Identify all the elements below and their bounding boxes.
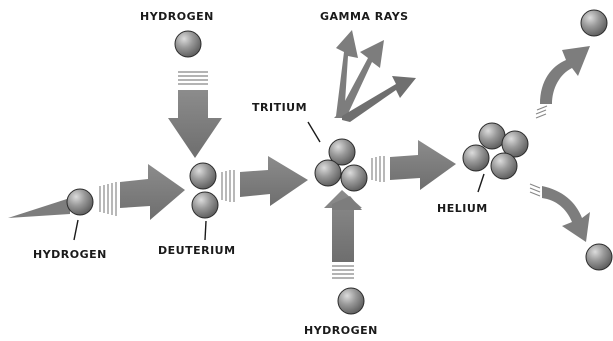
particle-hydrogen-top <box>175 31 201 57</box>
leader-tritium <box>308 122 320 142</box>
leader-helium <box>478 174 484 192</box>
arrow-helium-to-lower-right <box>530 184 590 242</box>
label-gamma-rays: GAMMA RAYS <box>320 10 409 23</box>
particle-hydrogen-left <box>67 189 93 215</box>
particle-tritium <box>315 139 367 191</box>
label-helium: HELIUM <box>437 202 488 215</box>
arrows-gamma-rays <box>334 30 416 122</box>
label-hydrogen-bottom: HYDROGEN <box>304 324 378 337</box>
particle-helium <box>463 123 528 179</box>
label-tritium: TRITIUM <box>252 101 307 114</box>
particle-deuterium <box>190 163 218 218</box>
arrow-top-hydrogen-down <box>168 72 222 158</box>
arrow-deuterium-to-tritium <box>222 156 308 206</box>
arrow-helium-to-upper-right <box>536 46 590 118</box>
leader-deuterium <box>205 221 206 240</box>
arrow-bottom-hydrogen-up <box>324 190 362 278</box>
particle-hydrogen-lower-right <box>586 244 612 270</box>
particle-hydrogen-upper-right <box>581 10 607 36</box>
label-hydrogen-top: HYDROGEN <box>140 10 214 23</box>
arrow-tritium-to-helium <box>372 140 456 190</box>
particle-hydrogen-bottom <box>338 288 364 314</box>
leader-hydrogen-left <box>74 220 78 240</box>
arrow-hydrogen-to-deuterium <box>8 164 185 220</box>
label-hydrogen-left: HYDROGEN <box>33 248 107 261</box>
label-deuterium: DEUTERIUM <box>158 244 236 257</box>
